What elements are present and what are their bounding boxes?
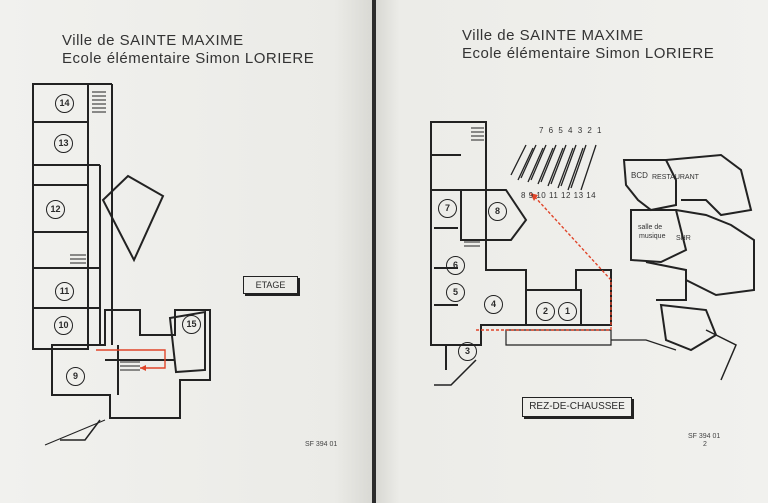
room-9: 9 xyxy=(66,367,85,386)
etage-lower-block xyxy=(51,309,211,419)
left-reference: SF 394 01 xyxy=(305,441,338,448)
parking-numbers-top: 7 6 5 4 3 2 1 xyxy=(539,126,603,135)
room-13: 13 xyxy=(54,134,73,153)
room-1: 1 xyxy=(558,302,577,321)
parking-numbers-bottom: 8 9 10 11 12 13 14 xyxy=(521,191,597,200)
room-5: 5 xyxy=(446,283,465,302)
floor-plan-etage xyxy=(32,83,211,446)
left-title-school: Ecole élémentaire Simon LORIERE xyxy=(62,50,315,67)
area-label-salle-line2: musique xyxy=(639,233,666,240)
area-label-bcd: BCD xyxy=(631,171,648,180)
left-title-city: Ville de SAINTE MAXIME xyxy=(62,32,244,49)
room-7: 7 xyxy=(438,199,457,218)
room-12: 12 xyxy=(46,200,65,219)
rdc-music-room xyxy=(630,209,688,264)
room-2: 2 xyxy=(536,302,555,321)
floor-plan-rez-de-chaussee xyxy=(430,121,755,386)
etage-level-label: ETAGE xyxy=(243,276,298,294)
room-8: 8 xyxy=(488,202,507,221)
area-label-sha: SHR xyxy=(676,235,691,242)
etage-route-arrow xyxy=(140,365,146,371)
area-label-salle-line1: salle de xyxy=(638,224,663,231)
rdc-bcd-block xyxy=(622,159,677,212)
rdc-west-wing xyxy=(430,190,612,346)
left-plan-sheet: Ville de SAINTE MAXIME Ecole élémentaire… xyxy=(0,0,372,503)
rdc-level-label: REZ-DE-CHAUSSEE xyxy=(522,397,632,417)
room-14: 14 xyxy=(55,94,74,113)
rdc-restaurant-block xyxy=(665,153,753,217)
room-10: 10 xyxy=(54,316,73,335)
right-reference: SF 394 01 xyxy=(688,433,721,440)
etage-route-line xyxy=(96,349,166,369)
rdc-parking xyxy=(510,144,597,191)
area-label-restaurant: RESTAURANT xyxy=(652,174,699,181)
rdc-north-hall xyxy=(485,189,528,241)
right-plan-sheet: Ville de SAINTE MAXIME Ecole élémentaire… xyxy=(376,0,768,503)
room-6: 6 xyxy=(446,256,465,275)
right-title-city: Ville de SAINTE MAXIME xyxy=(462,27,644,44)
rdc-route-line xyxy=(476,195,612,331)
rdc-route-arrow xyxy=(530,193,538,201)
right-reference-page: 2 xyxy=(703,441,707,448)
room-4: 4 xyxy=(484,295,503,314)
room-15: 15 xyxy=(182,315,201,334)
right-title-school: Ecole élémentaire Simon LORIERE xyxy=(462,45,715,62)
room-3: 3 xyxy=(458,342,477,361)
room-11: 11 xyxy=(55,282,74,301)
